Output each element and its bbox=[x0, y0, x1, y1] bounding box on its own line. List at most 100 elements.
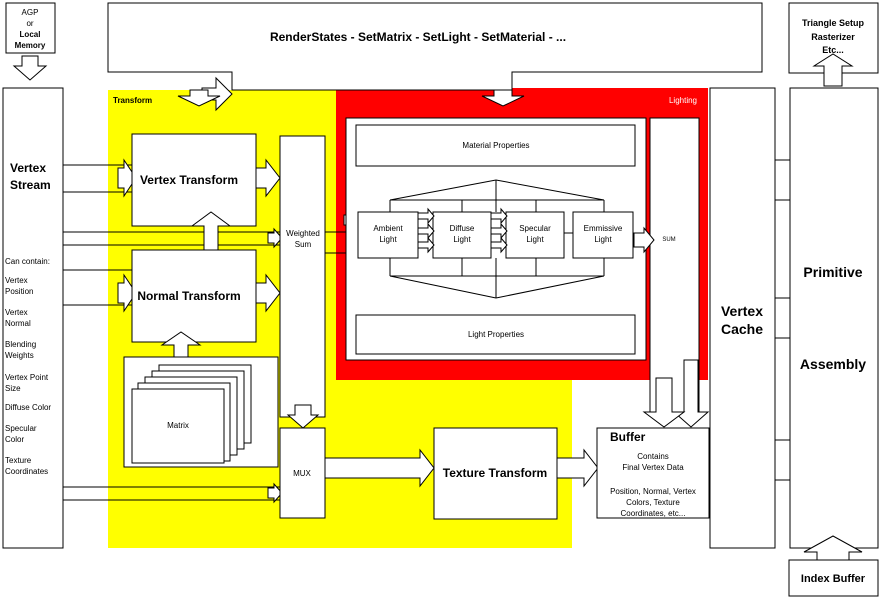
normal-transform-label: Normal Transform bbox=[137, 289, 240, 303]
normal-transform-input-arrow bbox=[117, 273, 137, 313]
triangle-setup-line2: Rasterizer bbox=[811, 32, 855, 42]
weighted-sum-stream-arrow bbox=[267, 227, 283, 249]
diffuse-light-line2: Light bbox=[453, 235, 471, 244]
emmissive-light-line1: Emmissive bbox=[584, 224, 623, 233]
memory-source: AGP or Local Memory bbox=[5, 2, 56, 54]
vertex-stream-item: Color bbox=[5, 435, 24, 444]
vertex-stream-item: Vertex bbox=[5, 276, 28, 285]
renderstates-down-arrow-left bbox=[177, 89, 221, 107]
diffuse-light-line1: Diffuse bbox=[450, 224, 475, 233]
matrix-up-arrow bbox=[160, 331, 202, 358]
vertex-stream-item: Diffuse Color bbox=[5, 403, 51, 412]
stream-to-mux-lines bbox=[63, 486, 280, 501]
vertex-stream-item: Specular bbox=[5, 424, 37, 433]
vertex-stream-can-contain: Can contain: bbox=[5, 257, 50, 266]
vertex-stream-item: Texture bbox=[5, 456, 32, 465]
buffer-title: Buffer bbox=[610, 430, 646, 444]
stream-to-normal-transform-lines bbox=[63, 269, 132, 306]
triangle-setup-line1: Triangle Setup bbox=[802, 18, 865, 28]
index-buffer-label: Index Buffer bbox=[801, 573, 866, 585]
matrix-label: Matrix bbox=[167, 421, 189, 430]
vertex-transform-label: Vertex Transform bbox=[140, 173, 238, 187]
ambient-to-diffuse-arrow-2 bbox=[417, 222, 435, 240]
primitive-assembly-line2: Assembly bbox=[800, 356, 866, 372]
normal-transform-box bbox=[131, 249, 257, 343]
memory-source-line3: Local bbox=[20, 30, 41, 39]
buffer-box bbox=[596, 427, 710, 519]
stream-to-vertex-transform-lines bbox=[63, 164, 132, 193]
weighted-sum-line2: Sum bbox=[295, 240, 312, 249]
buffer-line3: Position, Normal, Vertex bbox=[610, 487, 696, 496]
vertex-stream-item: Vertex Point bbox=[5, 373, 49, 382]
mux-box bbox=[279, 427, 326, 519]
ambient-to-diffuse-arrow-3 bbox=[417, 236, 435, 254]
emmissive-light-box bbox=[572, 211, 634, 259]
weighted-sum-to-mux-arrow bbox=[286, 404, 320, 429]
material-properties-box bbox=[355, 124, 636, 167]
index-buffer-box bbox=[788, 559, 879, 597]
vertex-stream-item: Weights bbox=[5, 351, 34, 360]
weighted-sum-box bbox=[279, 135, 326, 418]
light-properties-box bbox=[355, 314, 636, 355]
normal-to-vertex-up-arrow bbox=[190, 211, 232, 251]
texture-transform-box bbox=[433, 427, 558, 520]
memory-source-line4: Memory bbox=[15, 41, 46, 50]
buffer-line4: Colors, Texture bbox=[626, 498, 680, 507]
normal-transform-output-arrow bbox=[255, 273, 281, 313]
ambient-light-line1: Ambient bbox=[373, 224, 403, 233]
light-properties-label: Light Properties bbox=[468, 330, 524, 339]
vertex-stream-panel bbox=[2, 87, 64, 549]
ambient-light-line2: Light bbox=[379, 235, 397, 244]
light-fan-lines bbox=[389, 258, 605, 299]
memory-source-line1: AGP bbox=[22, 8, 39, 17]
vertex-stream-item: Blending bbox=[5, 340, 36, 349]
vertex-stream-title-line1: Vertex bbox=[10, 161, 46, 175]
vertex-stream-title-line2: Stream bbox=[10, 178, 51, 192]
diffuse-light-box bbox=[432, 211, 492, 259]
buffer-line2: Final Vertex Data bbox=[622, 463, 684, 472]
transform-label: Transform bbox=[113, 96, 152, 105]
ambient-light-box bbox=[357, 211, 419, 259]
texture-to-buffer-arrow bbox=[556, 448, 599, 488]
memory-down-arrow bbox=[12, 55, 48, 81]
vertex-stream-item: Normal bbox=[5, 319, 31, 328]
material-properties-label: Material Properties bbox=[462, 141, 529, 150]
vertex-stream-items: VertexPositionVertexNormalBlendingWeight… bbox=[5, 276, 51, 476]
emmissive-to-sum-arrow bbox=[633, 226, 655, 254]
sum-label: SUM bbox=[662, 237, 675, 243]
mux-label: MUX bbox=[293, 469, 311, 478]
vertex-transform-input-arrow bbox=[117, 158, 137, 198]
weighted-sum-line1: Weighted bbox=[286, 229, 320, 238]
stream-to-weighted-sum-lines bbox=[63, 231, 280, 246]
mux-to-texture-transform-arrow bbox=[324, 448, 435, 488]
vertex-cache-box bbox=[709, 87, 776, 549]
vertex-stream-item: Size bbox=[5, 384, 21, 393]
lighting-label: Lighting bbox=[669, 96, 697, 105]
buffer-line5: Coordinates, etc... bbox=[621, 509, 686, 518]
ambient-to-diffuse-arrow-1 bbox=[417, 207, 435, 225]
vertex-cache-line2: Cache bbox=[721, 321, 763, 337]
texture-transform-label: Texture Transform bbox=[443, 466, 547, 480]
emmissive-light-line2: Light bbox=[594, 235, 612, 244]
vertex-stream-item: Position bbox=[5, 287, 33, 296]
diffuse-to-specular-arrow-1 bbox=[490, 207, 508, 225]
triangle-setup-line3: Etc... bbox=[822, 45, 844, 55]
vertex-stream-item: Vertex bbox=[5, 308, 28, 317]
specular-light-box bbox=[505, 211, 565, 259]
mux-stream-arrow bbox=[267, 482, 283, 504]
specular-light-line2: Light bbox=[526, 235, 544, 244]
renderstates-bar bbox=[107, 2, 763, 91]
specular-light-line1: Specular bbox=[519, 224, 551, 233]
diffuse-to-specular-arrow-2 bbox=[490, 222, 508, 240]
diffuse-to-specular-arrow-3 bbox=[490, 236, 508, 254]
renderstates-label: RenderStates - SetMatrix - SetLight - Se… bbox=[270, 30, 566, 44]
memory-source-line2: or bbox=[26, 19, 33, 28]
primitive-assembly-line1: Primitive bbox=[803, 264, 862, 280]
primitive-assembly-box bbox=[789, 87, 879, 549]
lighting-to-buffer-arrow bbox=[642, 377, 686, 428]
vertex-stream-item: Coordinates bbox=[5, 467, 48, 476]
buffer-line1: Contains bbox=[637, 452, 669, 461]
vertex-transform-output-arrow bbox=[255, 158, 281, 198]
matrix-front bbox=[131, 388, 225, 464]
